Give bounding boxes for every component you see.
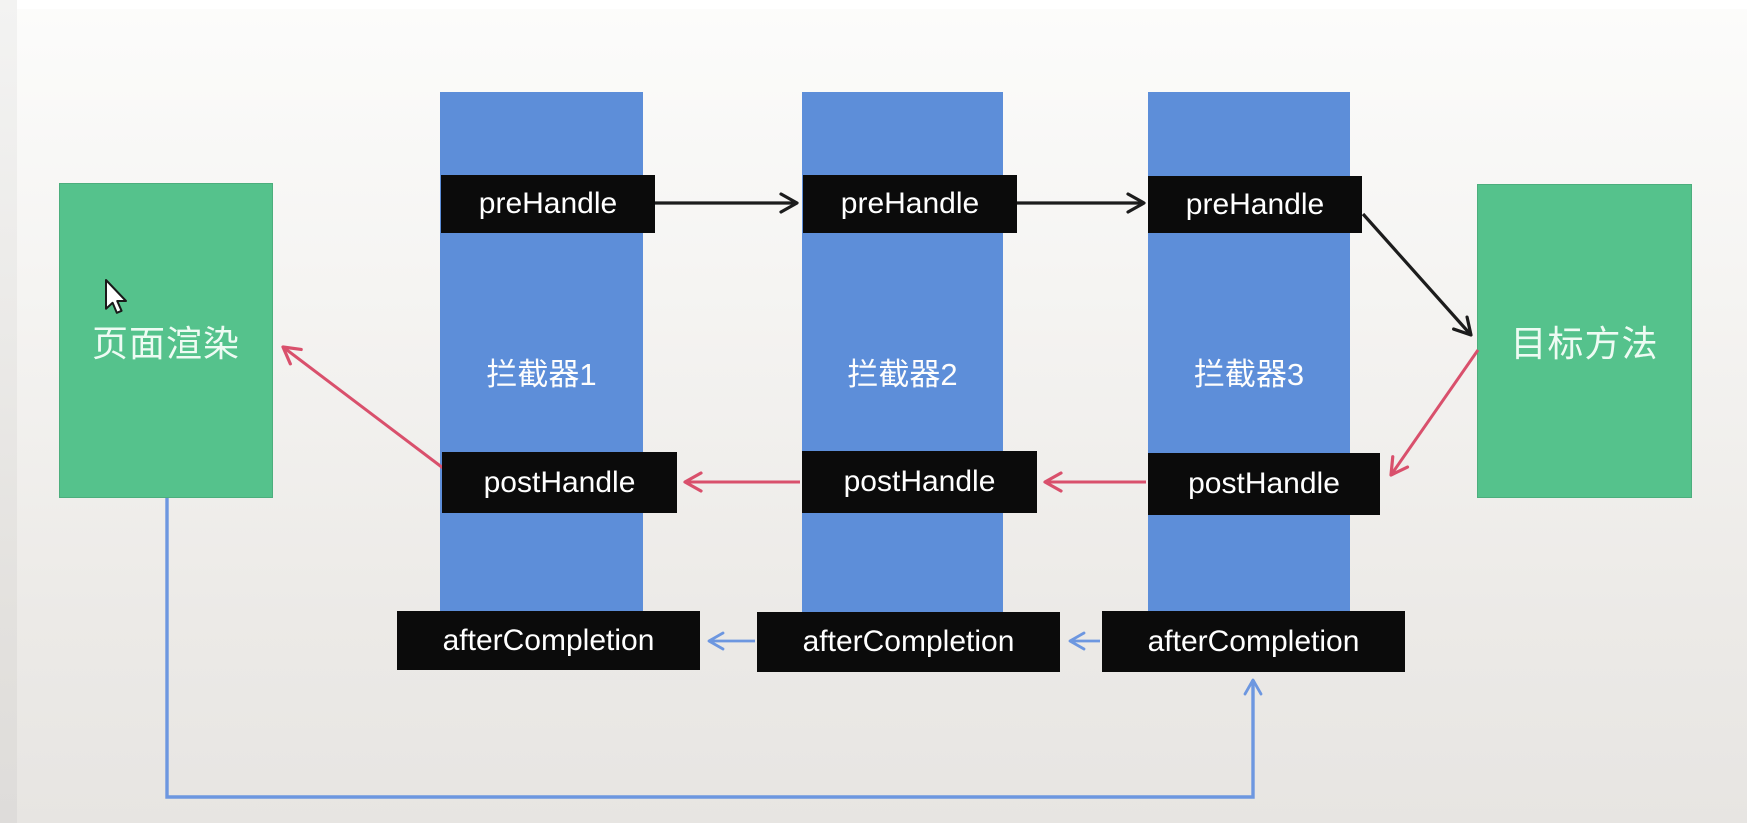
- posthandle-2-label: postHandle: [802, 451, 1037, 513]
- top-edge-highlight: [17, 0, 1747, 9]
- mouse-cursor-icon: [105, 279, 127, 314]
- prehandle-1-label: preHandle: [441, 175, 655, 233]
- target-method-node: 目标方法: [1477, 184, 1692, 498]
- interceptor-2-name: 拦截器2: [847, 357, 958, 392]
- page-render-label: 页面渲染: [91, 322, 240, 364]
- aftercompletion-1-label: afterCompletion: [397, 611, 700, 670]
- arrow-posthandle-1-to-page-render: [281, 345, 444, 470]
- aftercompletion-2-label: afterCompletion: [757, 612, 1060, 672]
- interceptor-1-name: 拦截器1: [486, 357, 597, 392]
- aftercompletion-3-label: afterCompletion: [1102, 611, 1405, 672]
- page-render-node: 页面渲染: [59, 183, 273, 498]
- target-method-label: 目标方法: [1510, 323, 1659, 364]
- arrow-page-render-loop-to-aftercompletion-3: [165, 498, 1263, 799]
- prehandle-2-label: preHandle: [803, 175, 1017, 233]
- arrow-prehandle-3-to-target-method: [1361, 212, 1473, 337]
- interceptor-3-name: 拦截器3: [1193, 357, 1305, 392]
- arrow-target-method-to-posthandle-3: [1389, 349, 1480, 477]
- prehandle-3-label: preHandle: [1148, 176, 1362, 233]
- posthandle-1-label: postHandle: [442, 452, 677, 513]
- posthandle-3-label: postHandle: [1148, 453, 1380, 515]
